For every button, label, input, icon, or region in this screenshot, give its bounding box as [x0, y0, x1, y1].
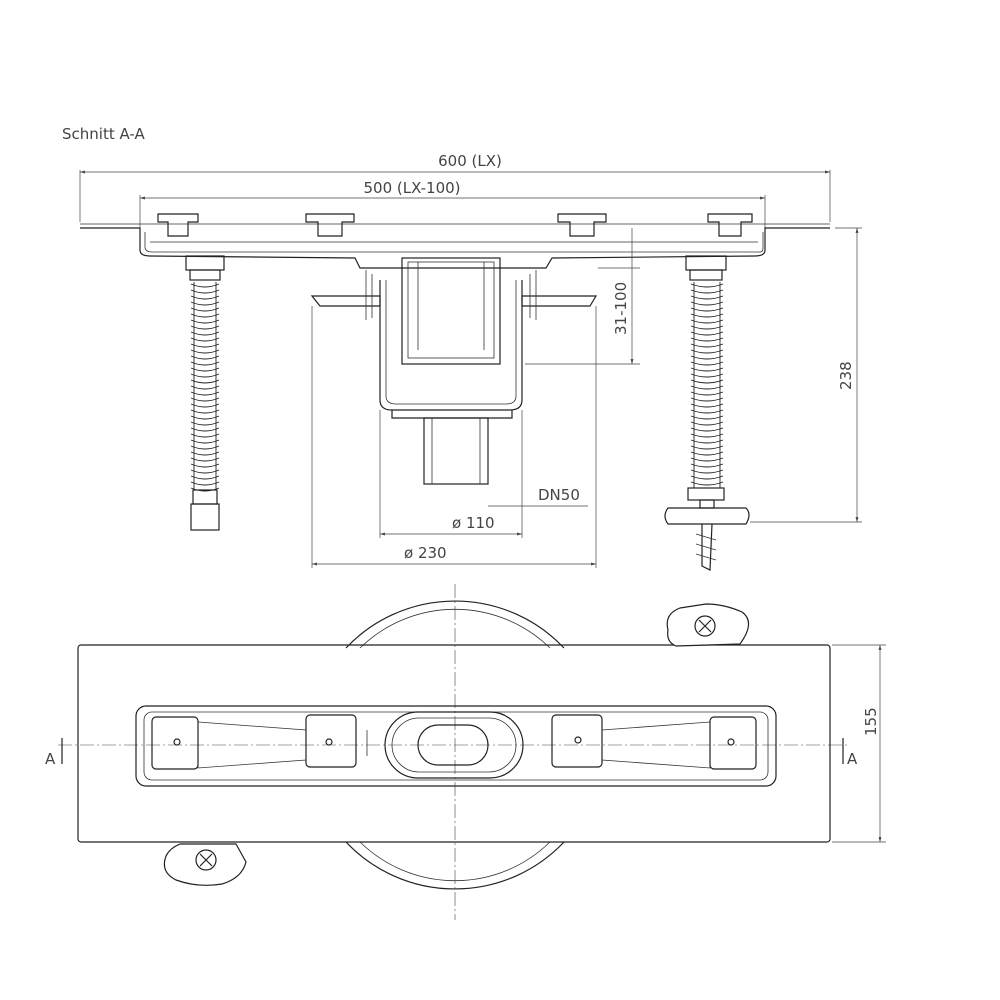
dimension-total-height: 238 [750, 227, 862, 523]
diameter-outer-label: ø 230 [404, 544, 447, 562]
section-marker-left: A [45, 738, 63, 768]
left-adjustable-leg [185, 255, 225, 531]
section-marker-right: A [842, 738, 858, 768]
right-adjustable-leg [664, 255, 750, 571]
inner-width-label: 500 (LX-100) [363, 179, 460, 197]
channel-body [80, 213, 830, 269]
support-foot-top-right [666, 603, 750, 647]
section-marker-right-label: A [847, 750, 858, 768]
section-view: Schnitt A-A 600 (LX) 500 (LX-100) [62, 125, 862, 571]
height-adjust-label: 31-100 [612, 282, 630, 335]
dimension-overall-width: 600 (LX) [79, 152, 831, 222]
total-height-label: 238 [837, 361, 855, 390]
drain-body [310, 257, 598, 485]
mounting-brackets [157, 213, 753, 237]
dimension-diameter-inner: ø 110 [379, 410, 523, 538]
dimension-inner-width: 500 (LX-100) [139, 179, 766, 232]
dimension-outlet: DN50 [488, 486, 588, 507]
bracket-pads [151, 714, 757, 770]
support-foot-bottom-left [163, 843, 247, 886]
outlet-label: DN50 [538, 486, 580, 504]
top-plate [77, 644, 831, 843]
dimension-diameter-outer: ø 230 [311, 306, 597, 568]
dimension-height-adjust: 31-100 [525, 228, 640, 365]
diameter-inner-label: ø 110 [452, 514, 495, 532]
depth-label: 155 [862, 707, 880, 736]
dimension-depth: 155 [832, 644, 886, 843]
section-marker-left-label: A [45, 750, 56, 768]
drain-flange-outline [345, 600, 565, 890]
channel-inner [135, 705, 777, 787]
plan-view: A A 155 [45, 584, 886, 920]
overall-width-label: 600 (LX) [438, 152, 502, 170]
section-title: Schnitt A-A [62, 125, 145, 143]
